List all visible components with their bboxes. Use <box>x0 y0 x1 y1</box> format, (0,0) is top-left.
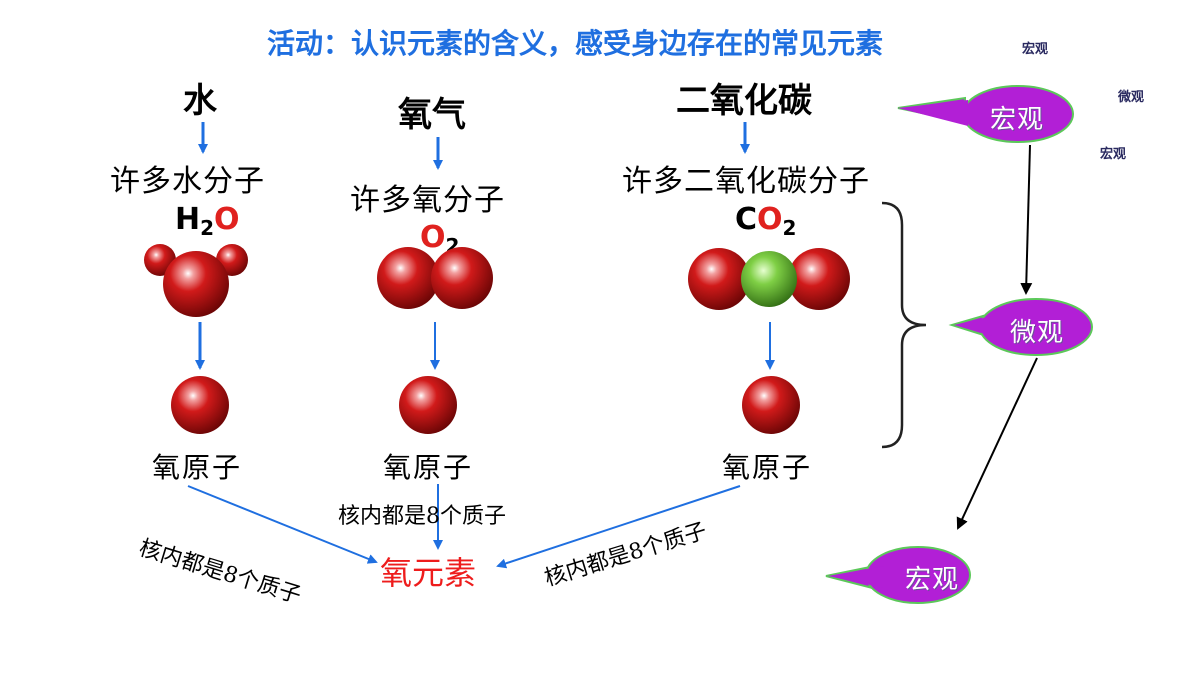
page-title: 活动：认识元素的含义，感受身边存在的常见元素 <box>266 27 883 60</box>
substance-co2: 二氧化碳 <box>676 81 812 121</box>
faint-label-2: 微观 <box>1118 90 1145 105</box>
bubble-macro-top-label: 宏观 <box>990 105 1045 135</box>
bubble-micro-label: 微观 <box>1010 318 1065 348</box>
co2-molecule-model <box>688 248 850 310</box>
oxygen-atom-3 <box>742 376 800 434</box>
arrow-macro-to-micro <box>1020 144 1033 295</box>
bubble-macro-bottom-label: 宏观 <box>905 565 960 595</box>
formula-co2: CO2 <box>735 202 797 240</box>
molecules-oxygen: 许多氧分子 <box>350 183 505 218</box>
molecules-water: 许多水分子 <box>110 164 265 199</box>
atom-label-water: 氧原子 <box>152 451 243 484</box>
oxygen-atom-1 <box>171 376 229 434</box>
oxygen-element-label: 氧元素 <box>380 554 477 592</box>
arrow-right-to-element <box>496 485 741 569</box>
faint-label-1: 宏观 <box>1022 42 1049 57</box>
arrow-left-to-element <box>187 485 378 564</box>
atom-label-co2: 氧原子 <box>722 451 813 484</box>
atom-label-oxygen: 氧原子 <box>383 451 474 484</box>
bubble-macro-top <box>897 85 1074 143</box>
substance-oxygen: 氧气 <box>398 95 466 135</box>
oxygen-molecule-model <box>377 247 493 309</box>
substance-water: 水 <box>183 81 217 121</box>
oxygen-atom-2 <box>399 376 457 434</box>
protons-label-center: 核内都是8个质子 <box>338 504 506 529</box>
bubble-micro <box>948 298 1093 356</box>
curly-brace <box>881 201 927 449</box>
water-molecule-model <box>144 244 248 317</box>
faint-label-3: 宏观 <box>1100 147 1127 162</box>
formula-h2o: H2O <box>175 202 240 240</box>
bubble-macro-bottom <box>825 546 971 604</box>
molecules-co2: 许多二氧化碳分子 <box>622 164 870 199</box>
arrow-micro-to-macro <box>956 357 1038 530</box>
